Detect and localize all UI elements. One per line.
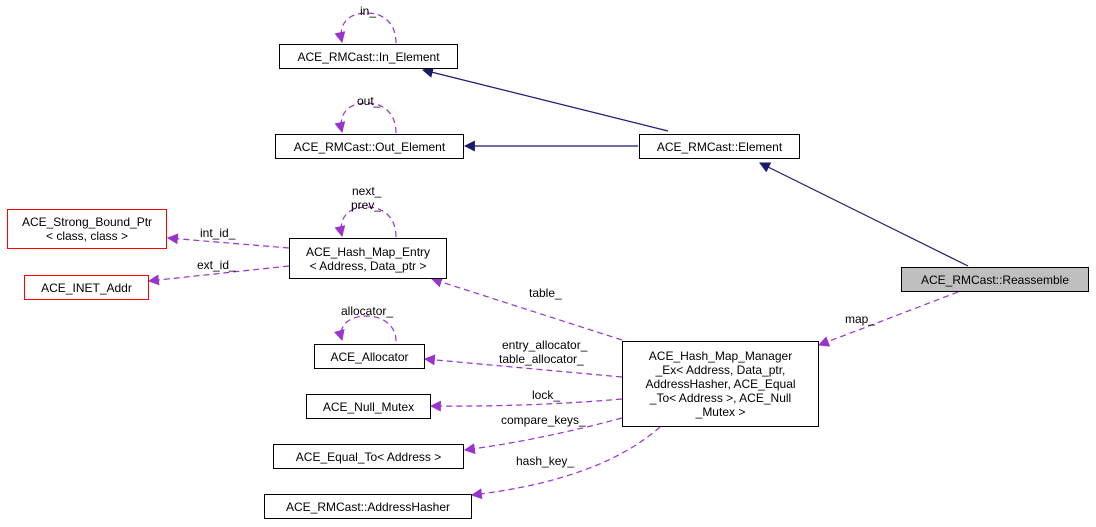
node-null-mutex-label: ACE_Null_Mutex xyxy=(322,399,415,414)
edge-label-ext-id: ext_id_ xyxy=(197,258,236,272)
edge-label-lock: lock_ xyxy=(532,388,561,402)
node-equal-to-label: ACE_Equal_To< Address > xyxy=(295,449,442,464)
node-reassemble[interactable]: ACE_RMCast::Reassemble xyxy=(901,267,1089,292)
node-hash-map-manager-line-3: AddressHasher, ACE_Equal xyxy=(645,377,796,391)
node-in-element[interactable]: ACE_RMCast::In_Element xyxy=(279,44,458,69)
node-address-hasher[interactable]: ACE_RMCast::AddressHasher xyxy=(264,494,472,519)
node-inet-addr-label: ACE_INET_Addr xyxy=(41,280,132,295)
edge-hash-map-entry-to-inet-addr xyxy=(147,265,290,286)
node-address-hasher-label: ACE_RMCast::AddressHasher xyxy=(285,499,451,514)
edge-label-out: out_ xyxy=(357,94,381,108)
node-hash-map-manager-line-2: _Ex< Address, Data_ptr, xyxy=(655,363,786,377)
edge-label-in: in_ xyxy=(360,4,377,18)
edge-in-element-self xyxy=(334,12,397,44)
node-strong-bound-ptr-line-1: ACE_Strong_Bound_Ptr xyxy=(21,215,153,229)
node-equal-to[interactable]: ACE_Equal_To< Address > xyxy=(273,444,464,469)
node-hash-map-entry[interactable]: ACE_Hash_Map_Entry < Address, Data_ptr > xyxy=(289,238,447,279)
edge-manager-to-hash-map-entry xyxy=(430,276,623,341)
edge-manager-to-allocator xyxy=(423,354,623,378)
edge-label-entry-allocator: entry_allocator_ xyxy=(502,338,588,352)
edge-label-prev: prev_ xyxy=(351,198,382,212)
node-hash-map-manager-line-1: ACE_Hash_Map_Manager xyxy=(648,349,793,363)
node-element-label: ACE_RMCast::Element xyxy=(656,139,783,154)
edge-label-table: table_ xyxy=(529,286,562,300)
edge-reassemble-to-element xyxy=(759,162,969,267)
edge-label-compare-keys: compare_keys_ xyxy=(501,413,586,427)
edge-hash-map-entry-self xyxy=(334,206,397,238)
node-null-mutex[interactable]: ACE_Null_Mutex xyxy=(306,394,431,419)
edge-label-next: next_ xyxy=(352,184,382,198)
edge-manager-to-null-mutex xyxy=(429,398,623,412)
node-strong-bound-ptr-line-2: < class, class > xyxy=(45,229,129,243)
node-out-element-label: ACE_RMCast::Out_Element xyxy=(293,139,446,154)
edge-label-hash-key: hash_key_ xyxy=(516,454,575,468)
edge-label-table-allocator: table_allocator_ xyxy=(499,352,584,366)
edge-reassemble-to-manager xyxy=(817,291,959,347)
node-hash-map-entry-line-1: ACE_Hash_Map_Entry xyxy=(305,244,431,259)
edge-manager-to-equal-to xyxy=(463,417,623,455)
node-out-element[interactable]: ACE_RMCast::Out_Element xyxy=(275,134,464,159)
edge-element-to-in-element xyxy=(421,67,669,132)
edge-allocator-self xyxy=(333,315,397,342)
node-hash-map-manager[interactable]: ACE_Hash_Map_Manager _Ex< Address, Data_… xyxy=(622,341,819,427)
node-allocator-label: ACE_Allocator xyxy=(330,349,409,364)
node-reassemble-label: ACE_RMCast::Reassemble xyxy=(920,272,1070,287)
node-allocator[interactable]: ACE_Allocator xyxy=(314,344,425,369)
edge-manager-to-address-hasher xyxy=(470,426,661,500)
node-hash-map-manager-line-4: _To< Address >, ACE_Null xyxy=(649,391,792,405)
edge-label-int-id: int_id_ xyxy=(200,226,236,240)
edge-label-allocator: allocator_ xyxy=(341,304,394,318)
edge-hash-map-entry-to-strong-bound-ptr xyxy=(166,233,290,249)
node-element[interactable]: ACE_RMCast::Element xyxy=(639,134,800,159)
node-hash-map-entry-line-2: < Address, Data_ptr > xyxy=(309,258,427,273)
node-strong-bound-ptr[interactable]: ACE_Strong_Bound_Ptr < class, class > xyxy=(7,209,167,249)
node-in-element-label: ACE_RMCast::In_Element xyxy=(297,49,440,64)
node-hash-map-manager-line-5: _Mutex > xyxy=(695,405,746,419)
edge-label-map: map_ xyxy=(845,312,876,326)
node-inet-addr[interactable]: ACE_INET_Addr xyxy=(24,275,149,300)
edge-out-element-self xyxy=(334,102,397,134)
